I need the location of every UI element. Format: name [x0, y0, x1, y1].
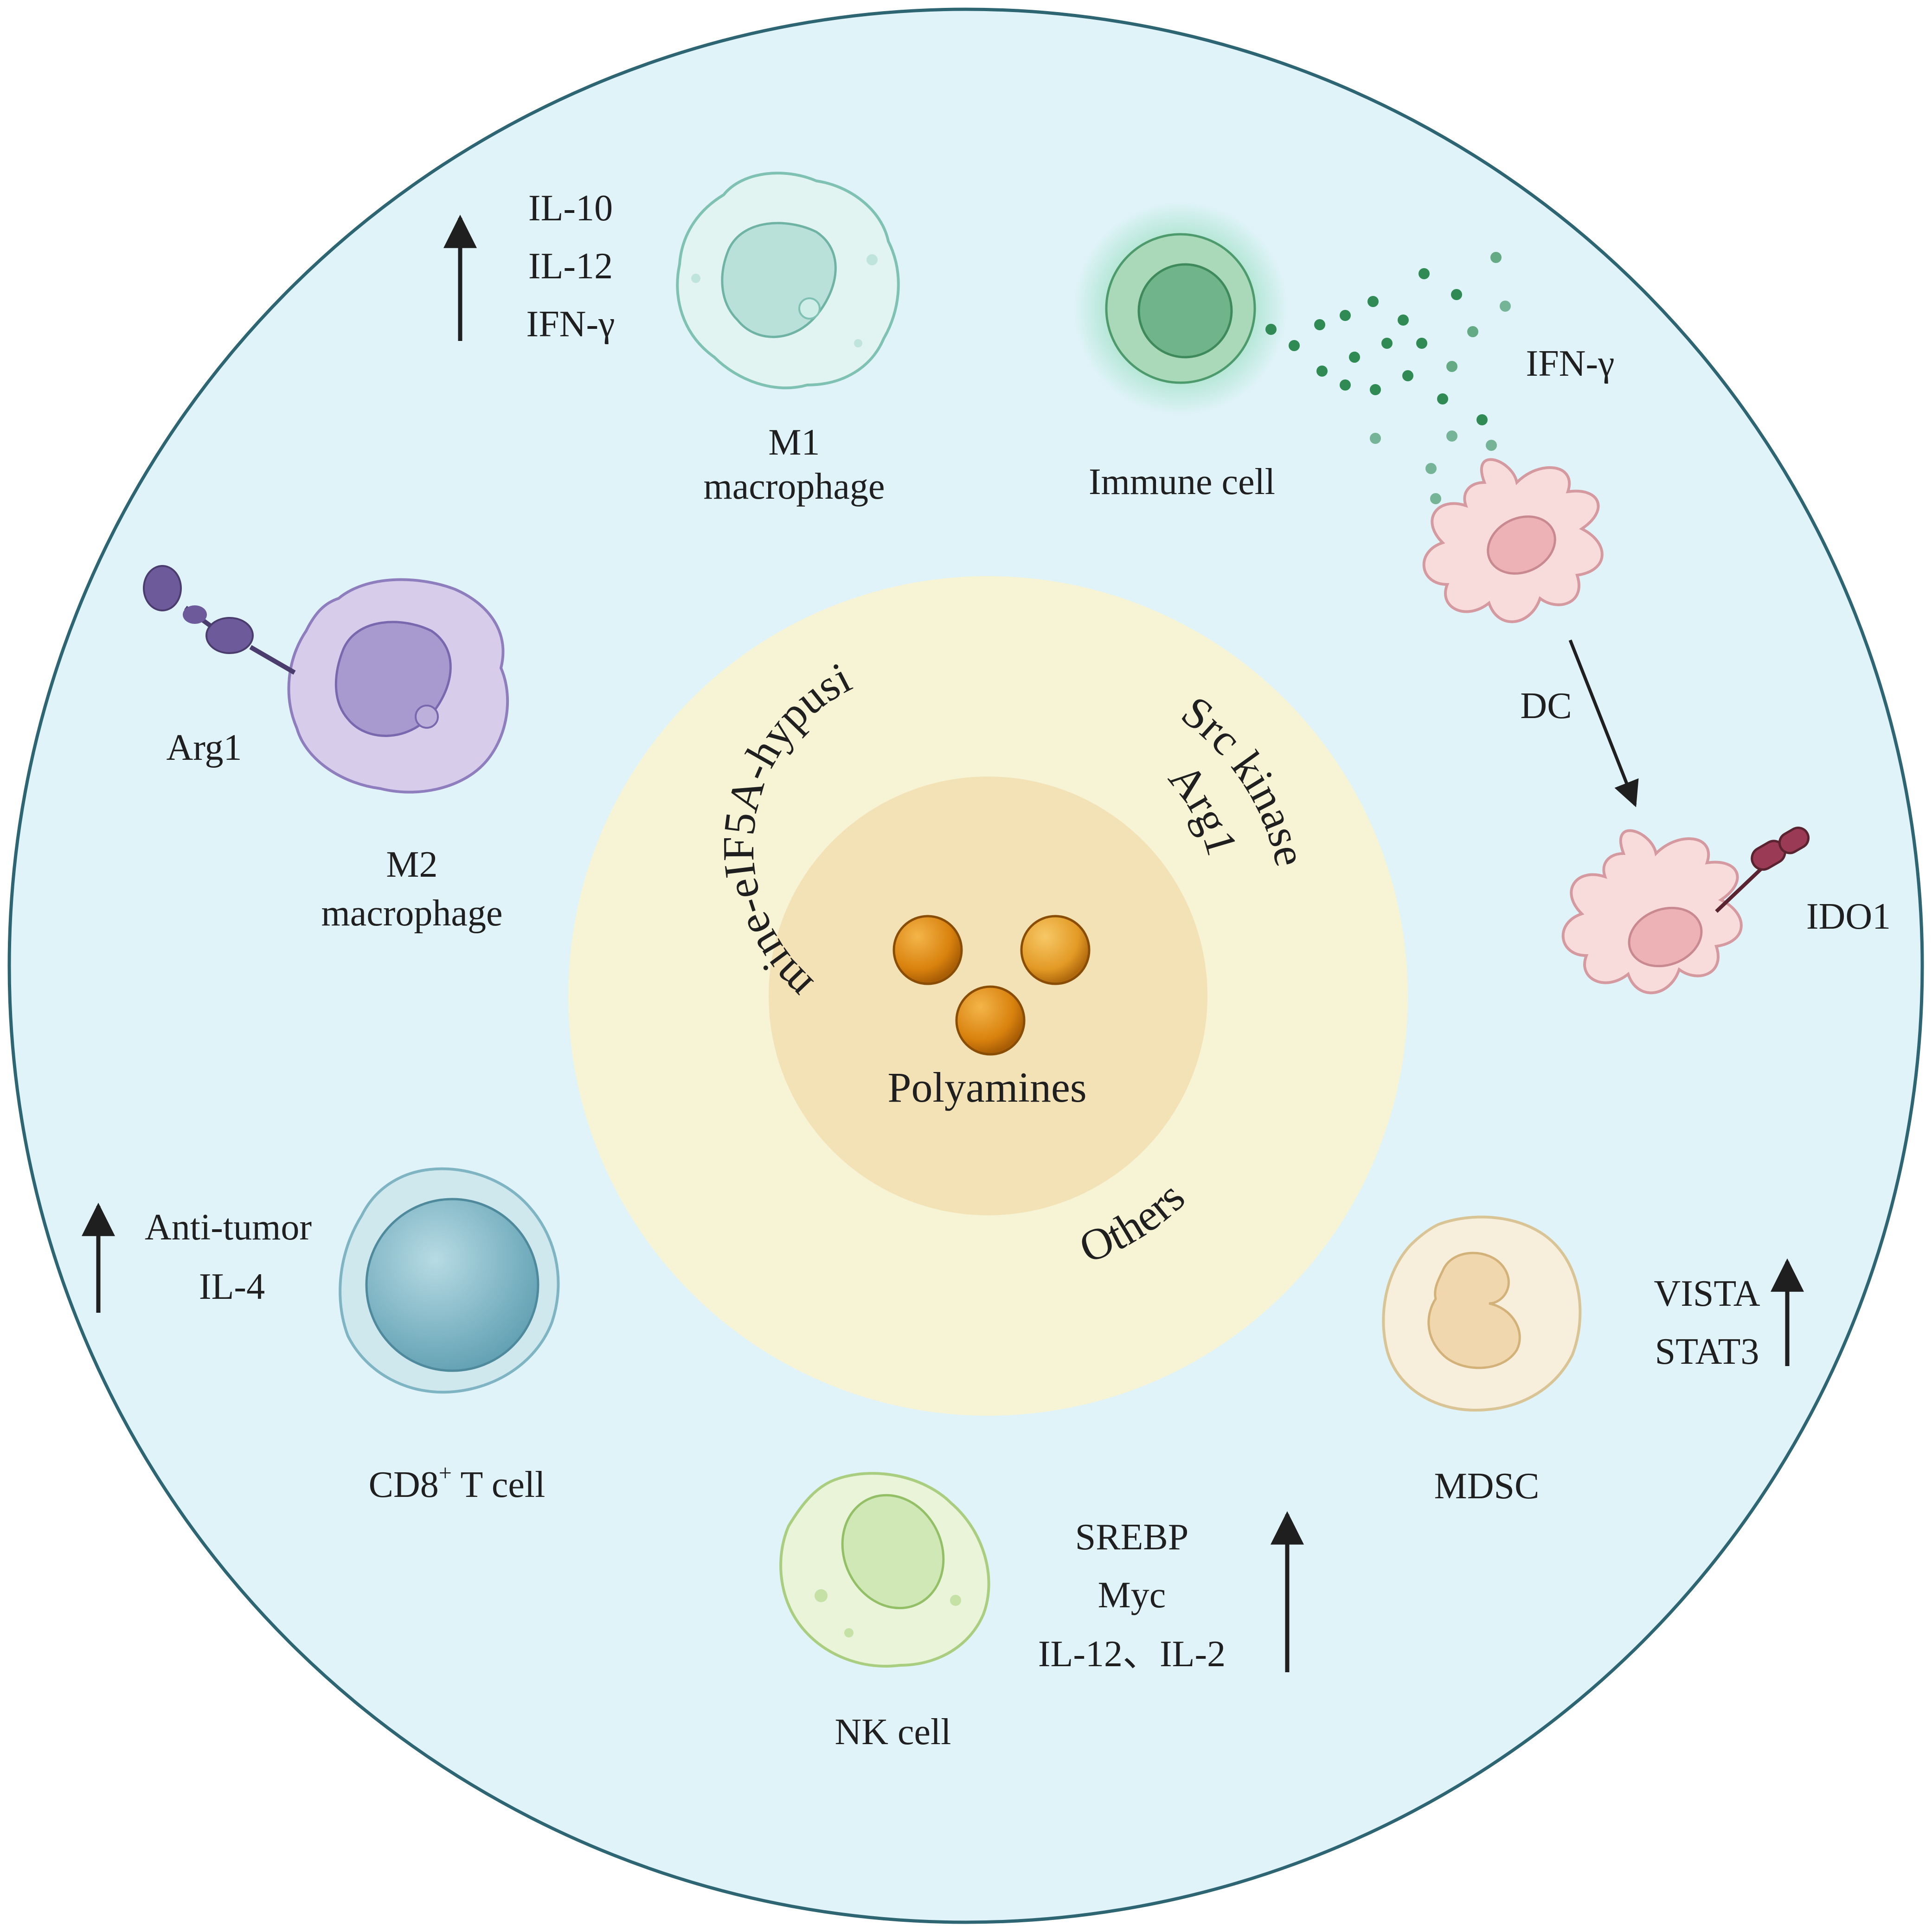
ido1-label: IDO1 [1806, 896, 1891, 937]
m2-macrophage-icon [143, 565, 509, 794]
nk-marker-1: SREBP [1075, 1517, 1189, 1558]
m2-label-line1: M2 [386, 844, 437, 885]
nk-marker-2: Myc [1098, 1575, 1166, 1616]
cd8-marker-1: Anti-tumor [145, 1207, 312, 1248]
immune-cell-icon [1074, 202, 1287, 415]
cd8-t-cell-label: CD8+ T cell [369, 1460, 546, 1505]
dc-label: DC [1520, 686, 1572, 726]
dc-to-ido1-arrow [1568, 639, 1639, 808]
ifn-gamma-particles-icon [1265, 252, 1511, 504]
m1-macrophage-icon [676, 172, 900, 390]
nk-marker-3: IL-12、IL-2 [1038, 1634, 1226, 1675]
cd8-marker-2: IL-4 [199, 1266, 265, 1307]
nk-cell-icon [779, 1472, 990, 1668]
arg1-receptor-label: Arg1 [167, 727, 242, 768]
ifn-gamma-label: IFN-γ [1526, 343, 1615, 384]
mdsc-marker-2: STAT3 [1655, 1331, 1759, 1372]
ido1-dendritic-cell-icon [1561, 827, 1810, 995]
m2-label-line2: macrophage [321, 893, 503, 934]
mdsc-marker-1: VISTA [1654, 1273, 1760, 1314]
mdsc-label: MDSC [1434, 1466, 1540, 1507]
m1-label-line2: macrophage [704, 466, 885, 507]
m1-marker-2: IL-12 [528, 246, 613, 287]
cd8-t-cell-icon [339, 1167, 560, 1394]
immune-cell-label: Immune cell [1089, 462, 1275, 502]
dendritic-cell-icon [1422, 458, 1604, 623]
nk-cell-label: NK cell [834, 1712, 951, 1752]
m1-label-line1: M1 [768, 422, 820, 463]
polyamines-label: Polyamines [887, 1064, 1086, 1111]
m1-marker-3: IFN-γ [526, 304, 615, 345]
m1-marker-1: IL-10 [528, 188, 613, 229]
polyamine-molecules-icon [892, 915, 1091, 1056]
mdsc-icon [1382, 1215, 1582, 1412]
